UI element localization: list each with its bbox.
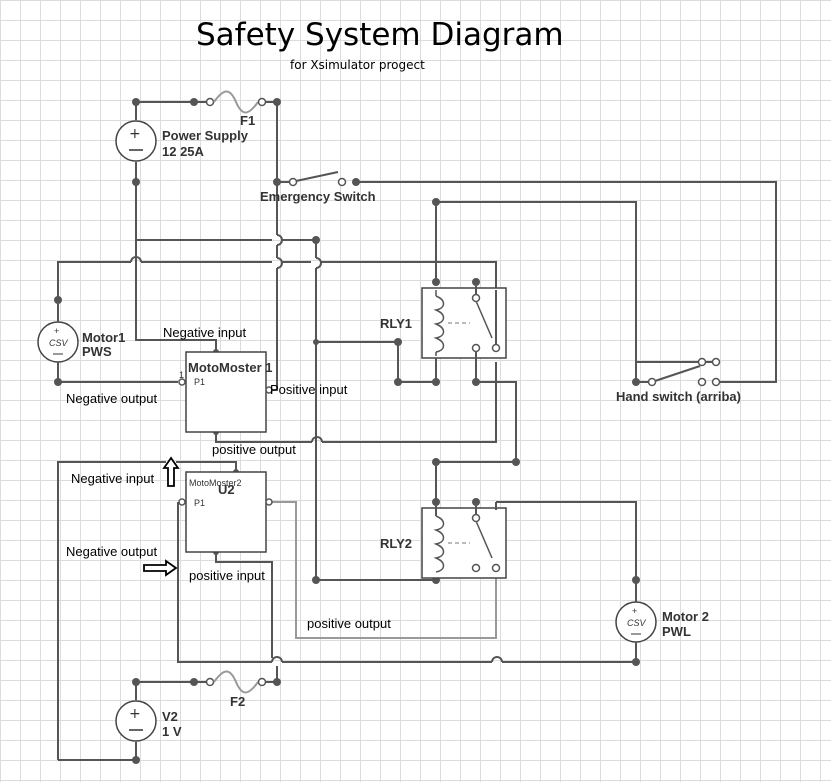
motor1-csv-symbol: CSV <box>49 338 69 348</box>
motomoster1-pin: P1 <box>194 377 205 387</box>
relay1: RLY1 <box>380 286 507 380</box>
power-supply-name: Power Supply <box>162 128 249 143</box>
fuse-f1-label: F1 <box>240 113 255 128</box>
relay2-label: RLY2 <box>380 536 412 551</box>
mm2-positive-input-label: positive input <box>189 568 265 583</box>
mm1-negative-output-label: Negative output <box>66 391 157 406</box>
emergency-switch-label: Emergency Switch <box>260 189 376 204</box>
up-arrow-icon <box>162 456 180 487</box>
motomoster2-label: U2 <box>218 482 235 497</box>
plus-icon: + <box>129 126 141 142</box>
motomoster1-label: MotoMoster 1 <box>188 360 273 375</box>
diagram-subtitle: for Xsimulator progect <box>290 58 425 72</box>
motor2-name: Motor 2 <box>662 609 709 624</box>
plus-icon: + <box>129 706 141 722</box>
relay1-label: RLY1 <box>380 316 412 331</box>
v2-name: V2 <box>162 709 178 724</box>
motor1-name: Motor1 <box>82 330 125 345</box>
mm2-negative-output-label: Negative output <box>66 544 157 559</box>
motor1: + CSV Motor1 PWS <box>37 304 125 378</box>
mm2-positive-output-label: positive output <box>307 616 391 631</box>
fuse-f2: F2 <box>190 670 267 709</box>
wires <box>57 101 777 761</box>
motor1-type: PWS <box>82 344 112 359</box>
right-arrow-icon <box>143 559 178 577</box>
motomoster2-sublabel: MotoMoster2 <box>189 478 242 488</box>
motomoster1-pin-number: 1 <box>179 370 184 380</box>
motor2-csv-symbol: CSV <box>627 618 647 628</box>
svg-text:+: + <box>632 606 637 616</box>
mm2-negative-input-label: Negative input <box>71 471 154 486</box>
fuse-f1: F1 <box>190 90 267 128</box>
fuse-f2-label: F2 <box>230 694 245 709</box>
hand-switch: Hand switch (arriba) <box>616 357 741 404</box>
motomoster1: MotoMoster 1 P1 1 Negative input Positiv… <box>66 325 348 457</box>
motor2: + CSV Motor 2 PWL <box>615 601 709 660</box>
motor2-type: PWL <box>662 624 691 639</box>
v2-rating: 1 V <box>162 724 182 739</box>
mm1-positive-input-label: Positive input <box>270 382 348 397</box>
motomoster2-pin: P1 <box>194 498 205 508</box>
emergency-switch: Emergency Switch <box>260 171 376 204</box>
motomoster2: MotoMoster2 U2 P1 Negative input Negativ… <box>66 456 391 631</box>
relay2: RLY2 <box>380 502 507 579</box>
hand-switch-label: Hand switch (arriba) <box>616 389 741 404</box>
power-supply-rating: 12 25A <box>162 144 205 159</box>
mm1-negative-input-label: Negative input <box>163 325 246 340</box>
power-supply: + Power Supply 12 25A <box>115 120 249 162</box>
battery-v2: + V2 1 V <box>115 700 182 742</box>
junction-dots <box>54 98 640 764</box>
mm1-positive-output-label: positive output <box>212 442 296 457</box>
svg-text:+: + <box>54 326 59 336</box>
diagram-title: Safety System Diagram <box>196 17 564 53</box>
